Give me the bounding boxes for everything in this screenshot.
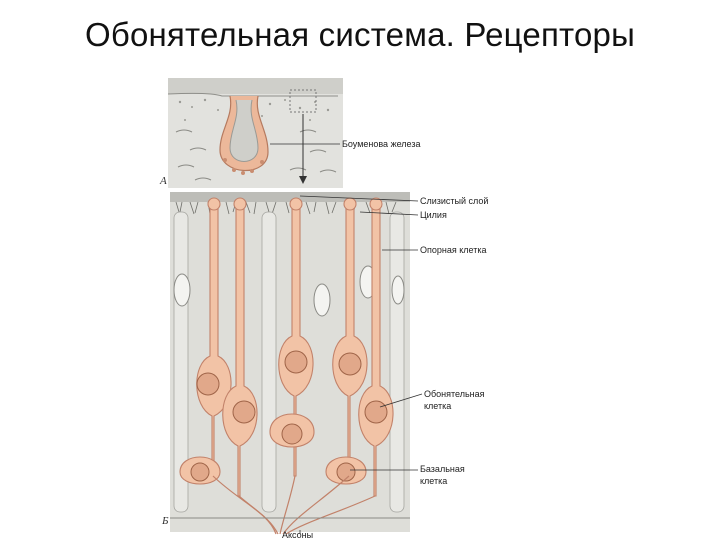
label-basal-cell-line2: клетка (420, 476, 447, 486)
panel-b-epithelium: Б (161, 192, 410, 534)
slide-title: Обонятельная система. Рецепторы (0, 16, 720, 54)
label-olfactory-cell-line1: Обонятельная (424, 389, 485, 399)
label-basal-cell-line1: Базальная (420, 464, 465, 474)
label-cilia: Цилия (420, 210, 447, 220)
label-supporting-cell: Опорная клетка (420, 245, 487, 255)
label-bowman-gland: Боуменова железа (342, 139, 420, 149)
label-olfactory-cell-line2: клетка (424, 401, 451, 411)
label-axons: Аксоны (282, 530, 313, 540)
olfactory-epithelium-figure: А (150, 72, 530, 540)
panel-a-letter: А (159, 175, 167, 187)
panel-b-letter: Б (161, 515, 169, 527)
panel-a-mucosa: А (159, 78, 343, 188)
label-mucus-layer: Слизистый слой (420, 196, 488, 206)
